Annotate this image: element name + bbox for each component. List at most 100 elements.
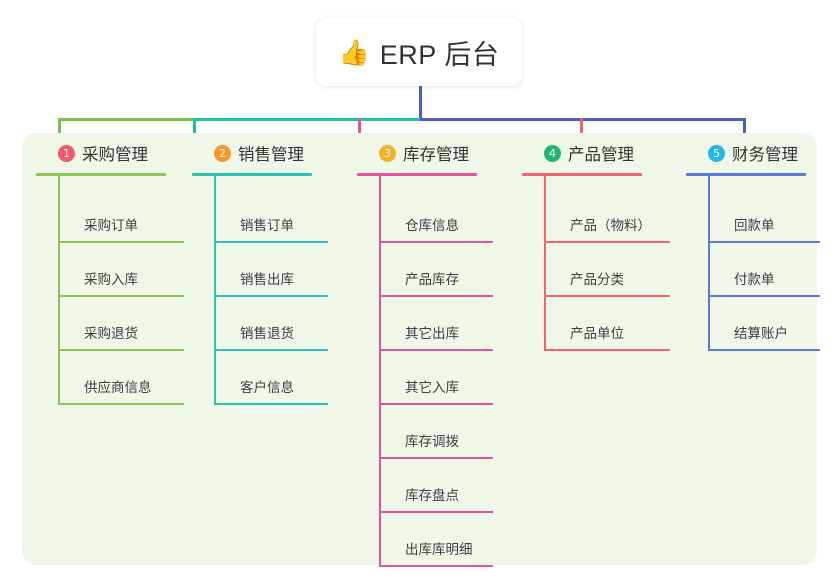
mindmap-leaf-label: 采购入库: [84, 272, 138, 287]
mindmap-leaf[interactable]: 付款单: [708, 243, 820, 297]
mindmap-leaf-label: 出库库明细: [405, 542, 473, 557]
column-badge-4: 4: [544, 144, 561, 162]
column-underline-2: [192, 173, 312, 176]
mindmap-leaf[interactable]: 产品（物料）: [544, 189, 670, 243]
mindmap-leaf-underline: [379, 565, 493, 567]
mindmap-leaf-label: 供应商信息: [84, 380, 152, 395]
mindmap-leaf[interactable]: 产品分类: [544, 243, 670, 297]
column-badge-1: 1: [58, 144, 75, 162]
mindmap-leaf-underline: [214, 241, 328, 243]
mindmap-leaf-label: 库存盘点: [405, 488, 459, 503]
mindmap-leaf[interactable]: 销售出库: [214, 243, 328, 297]
mindmap-leaf-label: 结算账户: [734, 326, 788, 341]
column-underline-3: [357, 173, 477, 176]
column-badge-2: 2: [214, 144, 231, 162]
mindmap-leaf-label: 产品（物料）: [570, 218, 651, 233]
mindmap-leaf-label: 采购订单: [84, 218, 138, 233]
column-stem-2: [214, 175, 216, 405]
mindmap-leaf[interactable]: 产品库存: [379, 243, 493, 297]
mindmap-leaf[interactable]: 库存盘点: [379, 459, 493, 513]
drop-line-4: [580, 118, 583, 146]
drop-line-3: [358, 118, 361, 146]
column-stem-4: [544, 175, 546, 351]
mindmap-leaf[interactable]: 采购入库: [58, 243, 184, 297]
horizontal-bar-segment-green: [58, 118, 193, 121]
column-title-1: 采购管理: [82, 146, 148, 164]
mindmap-leaf-underline: [379, 349, 493, 351]
column-stem-3: [379, 175, 381, 567]
trunk-line: [419, 86, 422, 119]
mindmap-leaf-underline: [379, 511, 493, 513]
mindmap-leaf-underline: [708, 241, 820, 243]
mindmap-leaf-label: 其它出库: [405, 326, 459, 341]
mindmap-leaf-underline: [379, 457, 493, 459]
mindmap-board: 1 采购管理采购订单采购入库采购退货供应商信息 2 销售管理销售订单销售出库销售退货客…: [22, 133, 820, 567]
drop-line-2: [193, 118, 196, 146]
mindmap-leaf[interactable]: 销售退货: [214, 297, 328, 351]
column-header-4[interactable]: 4 产品管理: [522, 133, 634, 173]
mindmap-leaf-label: 其它入库: [405, 380, 459, 395]
mindmap-leaf[interactable]: 回款单: [708, 189, 820, 243]
mindmap-leaf-label: 库存调拨: [405, 434, 459, 449]
mindmap-leaf-underline: [708, 349, 820, 351]
mindmap-leaf[interactable]: 其它入库: [379, 351, 493, 405]
mindmap-leaf-label: 产品库存: [405, 272, 459, 287]
mindmap-leaf[interactable]: 销售订单: [214, 189, 328, 243]
mindmap-column-1: 1 采购管理采购订单采购入库采购退货供应商信息: [36, 133, 184, 405]
mindmap-column-3: 3 库存管理仓库信息产品库存其它出库其它入库库存调拨库存盘点出库库明细: [357, 133, 493, 567]
mindmap-leaf[interactable]: 库存调拨: [379, 405, 493, 459]
mindmap-leaf-underline: [58, 295, 184, 297]
mindmap-leaf[interactable]: 仓库信息: [379, 189, 493, 243]
root-node-title: ERP 后台: [379, 39, 500, 70]
mindmap-leaf[interactable]: 客户信息: [214, 351, 328, 405]
mindmap-leaf-underline: [708, 295, 820, 297]
column-title-4: 产品管理: [568, 146, 634, 164]
thumbs-up-icon: 👍: [338, 37, 370, 67]
column-header-1[interactable]: 1 采购管理: [36, 133, 148, 173]
column-stem-1: [58, 175, 60, 405]
mindmap-leaf[interactable]: 产品单位: [544, 297, 670, 351]
mindmap-leaf-underline: [214, 295, 328, 297]
horizontal-bar-segment-teal: [193, 118, 420, 121]
mindmap-leaf-underline: [214, 403, 328, 405]
mindmap-leaf-label: 仓库信息: [405, 218, 459, 233]
drop-line-5: [743, 118, 746, 146]
mindmap-leaf-label: 销售订单: [240, 218, 294, 233]
column-title-5: 财务管理: [732, 146, 798, 164]
mindmap-leaf-label: 采购退货: [84, 326, 138, 341]
mindmap-leaf[interactable]: 采购退货: [58, 297, 184, 351]
mindmap-leaf[interactable]: 其它出库: [379, 297, 493, 351]
mindmap-leaf[interactable]: 采购订单: [58, 189, 184, 243]
mindmap-leaf-underline: [58, 403, 184, 405]
mindmap-leaf-underline: [379, 295, 493, 297]
mindmap-leaf-label: 销售退货: [240, 326, 294, 341]
mindmap-leaf-underline: [214, 349, 328, 351]
mindmap-leaf[interactable]: 结算账户: [708, 297, 820, 351]
mindmap-leaf-label: 回款单: [734, 218, 775, 233]
mindmap-leaf[interactable]: 出库库明细: [379, 513, 493, 567]
column-badge-3: 3: [379, 144, 396, 162]
column-title-2: 销售管理: [238, 146, 304, 164]
mindmap-leaf-label: 付款单: [734, 272, 775, 287]
mindmap-leaf-label: 客户信息: [240, 380, 294, 395]
mindmap-leaf-underline: [544, 241, 670, 243]
column-header-5[interactable]: 5 财务管理: [686, 133, 798, 173]
mindmap-column-5: 5 财务管理回款单付款单结算账户: [686, 133, 820, 351]
mindmap-leaf-underline: [58, 349, 184, 351]
mindmap-column-4: 4 产品管理产品（物料） 产品分类产品单位: [522, 133, 670, 351]
mindmap-leaf-underline: [544, 295, 670, 297]
mindmap-leaf-label: 产品单位: [570, 326, 624, 341]
mindmap-leaf[interactable]: 供应商信息: [58, 351, 184, 405]
column-title-3: 库存管理: [403, 146, 469, 164]
mindmap-leaf-underline: [379, 241, 493, 243]
column-underline-5: [686, 173, 806, 176]
column-stem-5: [708, 175, 710, 351]
drop-line-1: [58, 118, 61, 146]
mindmap-leaf-underline: [379, 403, 493, 405]
column-header-3[interactable]: 3 库存管理: [357, 133, 469, 173]
mindmap-leaf-underline: [544, 349, 670, 351]
column-badge-5: 5: [708, 144, 725, 162]
column-header-2[interactable]: 2 销售管理: [192, 133, 304, 173]
root-node[interactable]: 👍 ERP 后台: [316, 18, 522, 86]
mindmap-leaf-underline: [58, 241, 184, 243]
